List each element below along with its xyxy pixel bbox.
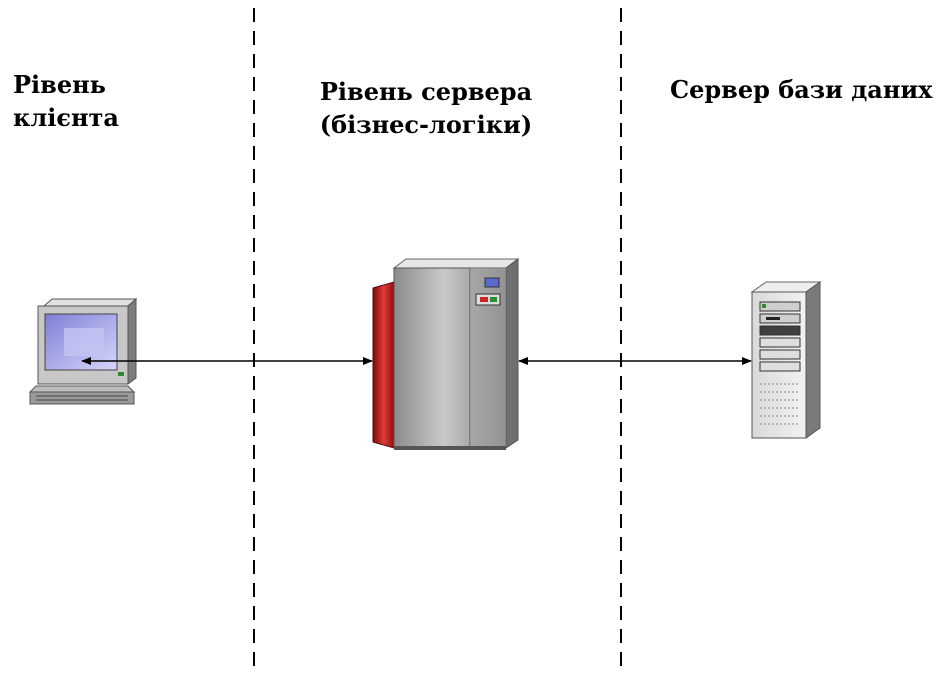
- client-tier-label-line-1: Рівень: [13, 70, 106, 99]
- client-tier-label-line-2: клієнта: [13, 103, 119, 132]
- server-tier-label-line-2: (бізнес-логіки): [319, 110, 533, 139]
- client-computer-icon: [28, 297, 138, 405]
- database-tier-label-line-1: Сервер бази даних: [670, 75, 933, 104]
- client-tier-label: Рівень клієнта: [13, 68, 119, 134]
- database-server-icon: [750, 281, 822, 439]
- database-tier-label: Сервер бази даних: [670, 73, 933, 106]
- server-tier-label-line-1: Рівень сервера: [319, 77, 533, 106]
- application-server-icon: [372, 258, 520, 450]
- server-tier-label: Рівень сервера (бізнес-логіки): [300, 75, 552, 141]
